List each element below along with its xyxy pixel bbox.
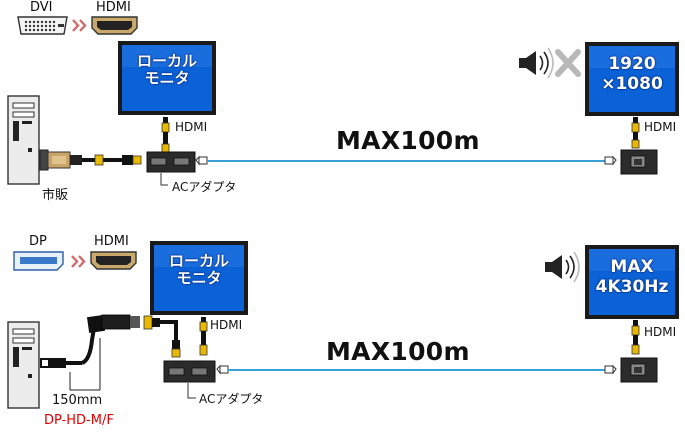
remote-resolution-line1: 1920 <box>608 54 656 74</box>
max-distance-label: MAX100m <box>336 126 480 155</box>
dvi-connector-icon <box>17 16 68 35</box>
pc-tower <box>7 95 40 185</box>
local-monitor <box>150 241 248 315</box>
dvi-hdmi-cable <box>39 149 142 171</box>
remote-resolution-label: MAX 4K30Hz <box>589 257 675 297</box>
hdmi-connector-icon <box>90 251 137 270</box>
hdmi-cable-remote <box>631 320 640 355</box>
hdmi-label: HDMI <box>94 234 129 249</box>
lan-cable <box>216 364 617 375</box>
hdmi-cable-local <box>161 117 170 153</box>
ac-adapter-label: ACアダプタ <box>199 392 264 406</box>
remote-resolution-line2: ×1080 <box>601 73 663 94</box>
receiver-unit <box>620 357 658 383</box>
hdmi-cable-local <box>199 317 208 356</box>
hdmi-remote-label: HDMI <box>644 120 677 134</box>
lan-cable <box>195 155 617 166</box>
local-monitor-label: ローカル モニタ <box>154 252 244 288</box>
local-monitor-line2: モニタ <box>176 269 222 288</box>
local-monitor-label: ローカル モニタ <box>122 52 212 88</box>
hdmi-local-label: HDMI <box>210 318 243 332</box>
hdmi-remote-label: HDMI <box>644 325 677 339</box>
pc-tower <box>7 321 40 409</box>
max-distance-label: MAX100m <box>326 337 470 366</box>
speaker-icon <box>545 251 580 283</box>
hdmi-local-label: HDMI <box>175 120 208 134</box>
commercial-cable-label: 市販 <box>42 188 69 203</box>
hdmi-label: HDMI <box>96 0 131 15</box>
conversion-arrow-icon <box>72 19 87 32</box>
dp-connector-icon <box>13 251 64 271</box>
remote-resolution-label: 1920 ×1080 <box>589 54 675 94</box>
remote-resolution-line2: 4K30Hz <box>595 276 669 297</box>
ac-adapter-label: ACアダプタ <box>172 180 237 194</box>
local-monitor-line1: ローカル <box>136 52 197 70</box>
dvi-label: DVI <box>30 0 53 15</box>
remote-monitor <box>585 245 679 319</box>
dp-hdmi-adapter-cable <box>40 314 181 391</box>
hdmi-connector-icon <box>91 16 138 35</box>
dp-label: DP <box>29 234 47 249</box>
remote-resolution-line1: MAX <box>610 257 654 277</box>
transmitter-unit <box>146 151 196 186</box>
conversion-arrow-icon <box>71 255 86 268</box>
cable-length-label: 150mm <box>52 393 103 408</box>
transmitter-unit <box>163 360 216 399</box>
local-monitor-line1: ローカル <box>168 252 229 270</box>
hdmi-cable-remote <box>631 117 640 149</box>
remote-monitor <box>585 42 679 116</box>
model-number-label: DP-HD-M/F <box>44 413 114 428</box>
speaker-muted-icon <box>519 47 581 79</box>
receiver-unit <box>620 149 658 175</box>
local-monitor <box>118 41 216 115</box>
local-monitor-line2: モニタ <box>144 69 190 88</box>
